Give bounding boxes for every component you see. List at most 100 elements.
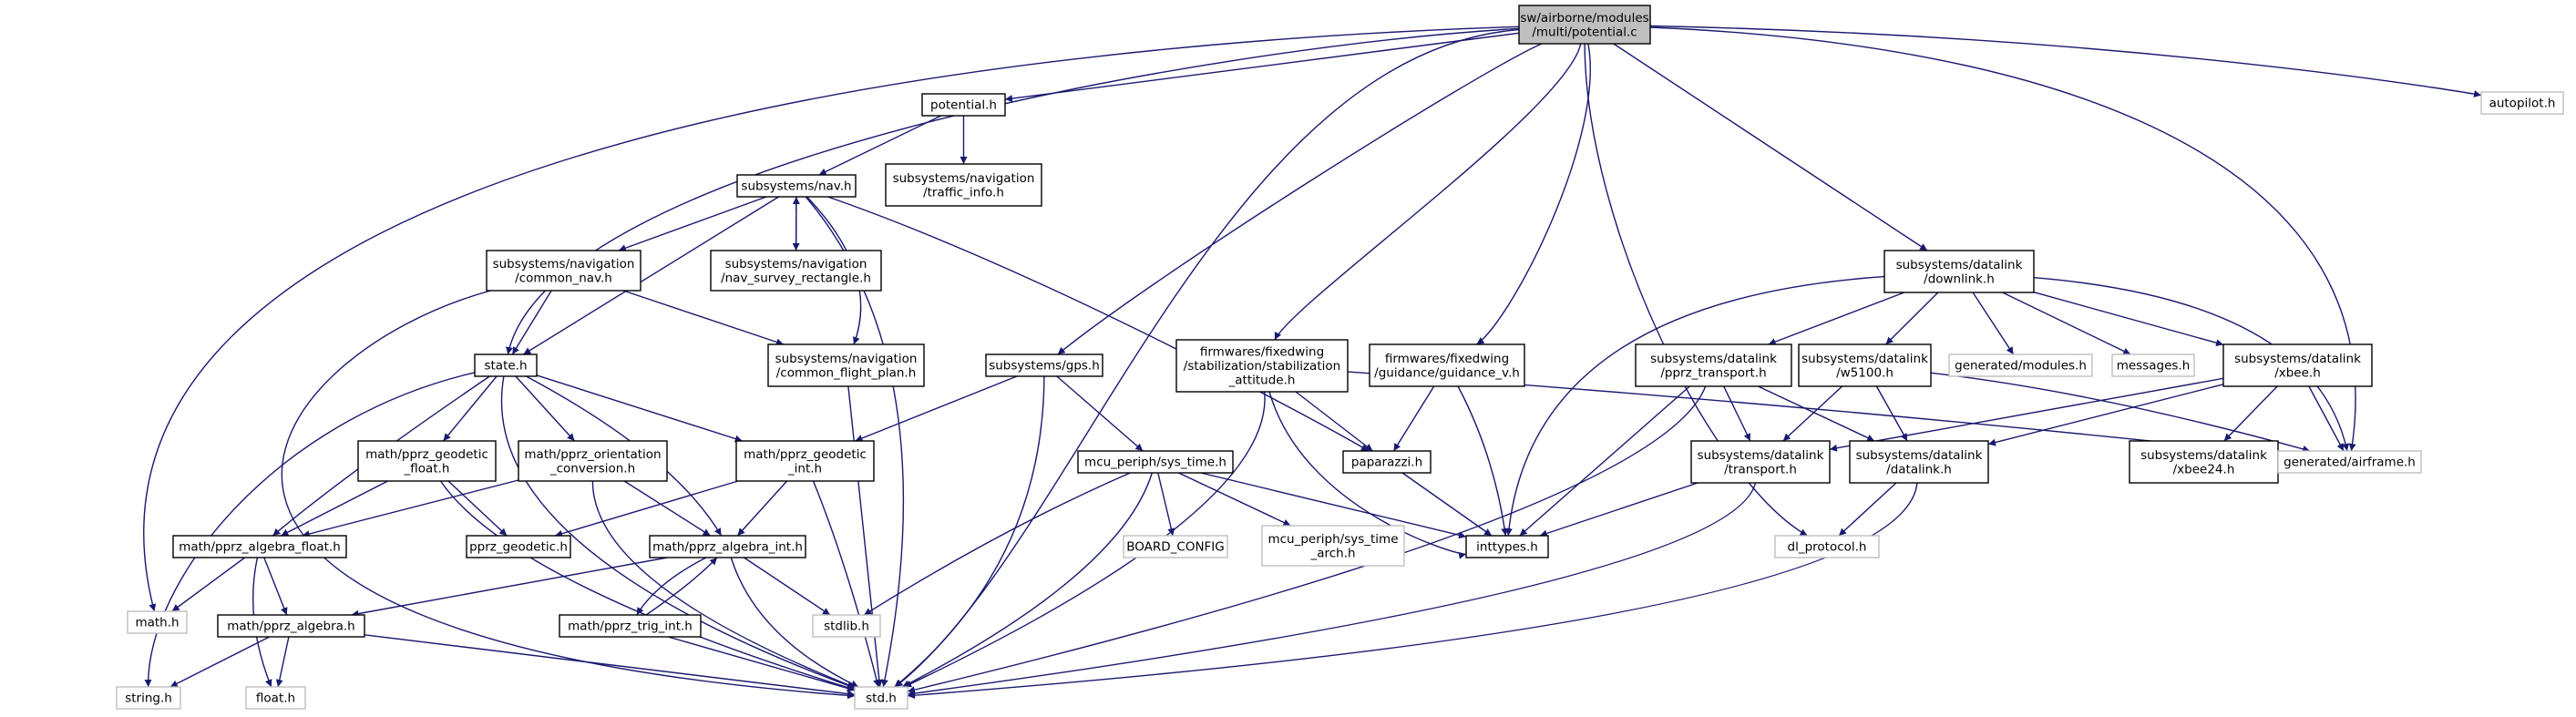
- node-stdlib-h[interactable]: stdlib.h: [812, 614, 881, 638]
- node-traffic-info-h[interactable]: subsystems/navigation/traffic_info.h: [885, 163, 1042, 207]
- node-nav-h[interactable]: subsystems/nav.h: [736, 174, 857, 198]
- node-label: /guidance/guidance_v.h: [1374, 365, 1520, 380]
- node-label: stdlib.h: [824, 620, 869, 634]
- edge-root-to-potential_h: [1004, 32, 1520, 103]
- node-gps-h[interactable]: subsystems/gps.h: [985, 353, 1103, 377]
- node-label: /w5100.h: [1836, 365, 1894, 380]
- node-std-h[interactable]: std.h: [854, 686, 908, 710]
- node-box: [474, 353, 538, 377]
- node-label: /datalink.h: [1886, 462, 1952, 476]
- node-pprz-algebra-h[interactable]: math/pprz_algebra.h: [217, 614, 365, 638]
- node-downlink-h[interactable]: subsystems/datalink/downlink.h: [1883, 250, 2035, 293]
- edges-layer: [143, 25, 2482, 700]
- node-box: [649, 535, 806, 558]
- edge-pprz_geodetic_float_h-to-pprz_algebra_float_h: [281, 480, 388, 537]
- node-label: mcu_periph/sys_time.h: [1084, 456, 1226, 470]
- edge-root-to-gen_airframe_h: [1649, 26, 2356, 452]
- node-label: autopilot.h: [2489, 97, 2556, 111]
- node-math-h[interactable]: math.h: [127, 610, 188, 634]
- edge-downlink_h-to-gen_modules_h: [1972, 292, 2015, 355]
- node-label: math/pprz_trig_int.h: [568, 620, 693, 634]
- edge-w5100_h-to-gen_airframe_h: [1930, 372, 2311, 453]
- node-label: /stabilization/stabilization: [1184, 359, 1340, 374]
- node-label: /traffic_info.h: [923, 185, 1004, 200]
- node-box: [1465, 535, 1549, 558]
- node-board-config[interactable]: BOARD_CONFIG: [1123, 535, 1228, 558]
- node-w5100-h[interactable]: subsystems/datalink/w5100.h: [1798, 343, 1932, 387]
- edge-pprz_algebra_h-to-string_h: [169, 636, 271, 688]
- node-float-h[interactable]: float.h: [245, 686, 306, 710]
- node-gen-modules-h[interactable]: generated/modules.h: [1948, 353, 2093, 377]
- node-gen-airframe-h[interactable]: generated/airframe.h: [2277, 450, 2422, 474]
- node-string-h[interactable]: string.h: [116, 686, 181, 710]
- edge-pprz_geodetic_float_h-to-std_h: [439, 480, 856, 691]
- node-label: subsystems/navigation: [493, 257, 635, 271]
- node-dl-protocol-h[interactable]: dl_protocol.h: [1774, 535, 1880, 558]
- node-pprz-algebra-float-h[interactable]: math/pprz_algebra_float.h: [172, 535, 347, 558]
- node-label: std.h: [866, 691, 897, 706]
- node-common-nav-h[interactable]: subsystems/navigation/common_nav.h: [486, 250, 641, 292]
- node-box: [1948, 353, 2093, 377]
- node-box: [2129, 440, 2279, 484]
- edge-common_flight_plan_h-to-std_h: [847, 385, 883, 688]
- node-label: subsystems/datalink: [2140, 448, 2267, 463]
- node-pprz-transport-h[interactable]: subsystems/datalink/pprz_transport.h: [1635, 343, 1792, 387]
- node-box: [466, 535, 571, 558]
- node-potential-h[interactable]: potential.h: [921, 93, 1006, 117]
- node-common-flight-plan-h[interactable]: subsystems/navigation/common_flight_plan…: [767, 343, 925, 387]
- node-label: state.h: [484, 359, 527, 374]
- node-autopilot-h[interactable]: autopilot.h: [2480, 91, 2564, 115]
- node-pprz-geodetic-int-h[interactable]: math/pprz_geodetic_int.h: [735, 440, 875, 482]
- edge-xbee_h-to-transport_h: [1829, 377, 2224, 452]
- edge-sys_time_h-to-sys_time_arch_h: [1178, 472, 1291, 527]
- node-box: [116, 686, 181, 710]
- node-datalink-h[interactable]: subsystems/datalink/datalink.h: [1849, 440, 1989, 484]
- node-sys-time-h[interactable]: mcu_periph/sys_time.h: [1077, 450, 1234, 474]
- node-label: _arch.h: [1309, 546, 1355, 560]
- edge-root-to-dl_protocol_h: [1584, 43, 1808, 537]
- node-label: subsystems/nav.h: [741, 179, 851, 194]
- node-box: [127, 610, 188, 634]
- node-pprz-geodetic-h[interactable]: pprz_geodetic.h: [466, 535, 571, 558]
- node-nav-survey-h[interactable]: subsystems/navigation/nav_survey_rectang…: [710, 250, 882, 292]
- node-guidance-v-h[interactable]: firmwares/fixedwing/guidance/guidance_v.…: [1369, 343, 1525, 387]
- node-box: [710, 250, 882, 292]
- node-box: [1518, 5, 1651, 45]
- node-xbee-h[interactable]: subsystems/datalink/xbee.h: [2222, 343, 2373, 387]
- node-label: /common_flight_plan.h: [776, 365, 917, 380]
- edge-transport_h-to-std_h: [907, 482, 1757, 697]
- node-label: BOARD_CONFIG: [1126, 540, 1225, 555]
- node-paparazzi-h[interactable]: paparazzi.h: [1342, 450, 1432, 474]
- edge-downlink_h-to-messages_h: [2002, 292, 2131, 355]
- node-messages-h[interactable]: messages.h: [2111, 353, 2195, 377]
- node-box: [1175, 339, 1349, 393]
- node-label: potential.h: [930, 98, 997, 113]
- edge-pprz_geodetic_int_h-to-std_h: [812, 480, 880, 688]
- node-pprz-geodetic-float-h[interactable]: math/pprz_geodetic_float.h: [357, 440, 497, 482]
- node-box: [1849, 440, 1989, 484]
- node-root[interactable]: sw/airborne/modules/multi/potential.c: [1518, 5, 1651, 45]
- node-inttypes-h[interactable]: inttypes.h: [1465, 535, 1549, 558]
- node-sys-time-arch-h[interactable]: mcu_periph/sys_time_arch.h: [1261, 525, 1405, 567]
- node-stab-att-h[interactable]: firmwares/fixedwing/stabilization/stabil…: [1175, 339, 1349, 393]
- node-pprz-orientation-h[interactable]: math/pprz_orientation_conversion.h: [518, 440, 668, 482]
- edge-downlink_h-to-pprz_transport_h: [1768, 292, 1905, 345]
- node-pprz-trig-int-h[interactable]: math/pprz_trig_int.h: [559, 614, 702, 638]
- edge-root-to-autopilot_h: [1649, 25, 2482, 97]
- edge-datalink_h-to-dl_protocol_h: [1838, 482, 1897, 537]
- edge-pprz_transport_h-to-std_h: [907, 385, 1707, 694]
- node-pprz-algebra-int-h[interactable]: math/pprz_algebra_int.h: [649, 535, 806, 558]
- node-label: dl_protocol.h: [1788, 540, 1867, 555]
- node-state-h[interactable]: state.h: [474, 353, 538, 377]
- edge-sys_time_h-to-stdlib_h: [863, 472, 1131, 616]
- node-box: [172, 535, 347, 558]
- edge-stab_att_h-to-std_h: [903, 391, 1266, 688]
- edge-pprz_trig_int_h-to-std_h: [668, 636, 856, 692]
- node-box: [1342, 450, 1432, 474]
- node-label: messages.h: [2117, 359, 2191, 374]
- node-label: math/pprz_algebra_float.h: [179, 540, 341, 555]
- node-xbee24-h[interactable]: subsystems/datalink/xbee24.h: [2129, 440, 2279, 484]
- node-transport-h[interactable]: subsystems/datalink/transport.h: [1690, 440, 1831, 484]
- edge-pprz_algebra_int_h-to-std_h: [730, 557, 859, 688]
- node-label: mcu_periph/sys_time: [1267, 532, 1398, 547]
